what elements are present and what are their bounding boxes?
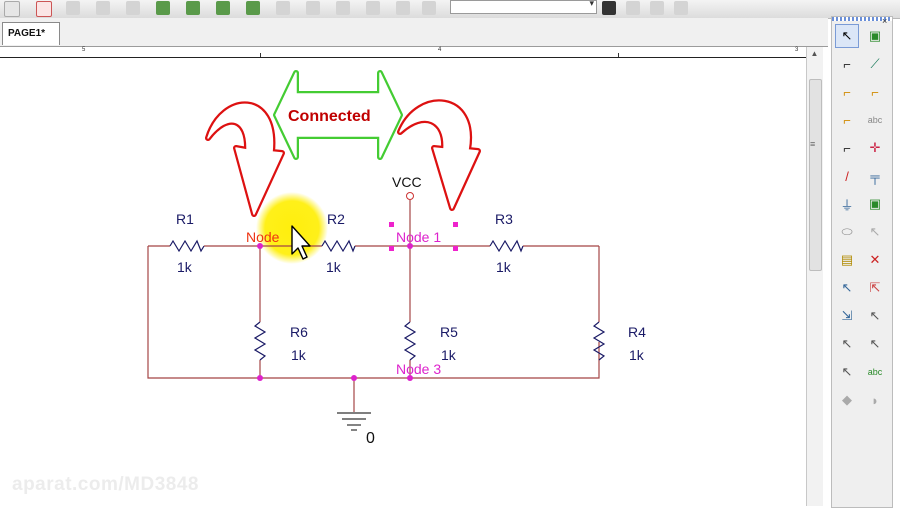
- ruler-label: 5: [82, 47, 86, 53]
- junction-icon[interactable]: ⌐: [843, 140, 851, 156]
- toolbar-grey-icon[interactable]: [66, 1, 80, 15]
- simulation-marker-icon[interactable]: [216, 1, 230, 15]
- r5-value: 1k: [441, 347, 457, 363]
- r2-ref: R2: [327, 211, 345, 227]
- text-icon[interactable]: ↖: [841, 336, 853, 351]
- place-part-icon[interactable]: ▣: [868, 28, 882, 43]
- toolbar-grey-icon[interactable]: [674, 1, 688, 15]
- net-alias-icon[interactable]: ⌐: [871, 84, 879, 100]
- select-icon[interactable]: ↖: [835, 24, 859, 48]
- sound-icon[interactable]: ◗: [871, 392, 879, 408]
- place-net-icon[interactable]: ⌐: [843, 112, 851, 128]
- wires: [147, 200, 600, 412]
- place-text-add-icon[interactable]: ↖: [869, 336, 881, 351]
- ruler-label: 3: [795, 47, 799, 53]
- bezier-icon[interactable]: ↖: [869, 308, 881, 323]
- curved-arrow-right: [397, 99, 481, 211]
- r3-ref: R3: [495, 211, 513, 227]
- resistor-r2[interactable]: [321, 239, 356, 253]
- rectangle-icon[interactable]: ↖: [841, 280, 853, 295]
- toolbar: ▾: [0, 0, 900, 19]
- profile-combo[interactable]: ▾: [450, 0, 597, 14]
- ellipse-icon[interactable]: ⇱: [869, 280, 881, 295]
- simulation-marker-icon[interactable]: [156, 1, 170, 15]
- place-text-icon[interactable]: abc: [867, 115, 883, 125]
- watermark: aparat.com/MD3848: [12, 474, 199, 495]
- forward-icon[interactable]: abc: [867, 367, 883, 377]
- line-icon[interactable]: ▤: [840, 252, 854, 267]
- ground-label: 0: [366, 430, 375, 447]
- ground-icon[interactable]: ⏚: [840, 197, 854, 213]
- back-icon[interactable]: ↖: [841, 364, 853, 379]
- r1-value: 1k: [177, 259, 193, 275]
- mouse-cursor-icon: [291, 225, 311, 260]
- toolbar-grey-icon[interactable]: [650, 1, 664, 15]
- r5-ref: R5: [440, 324, 458, 340]
- r4-ref: R4: [628, 324, 646, 340]
- r1-ref: R1: [176, 211, 194, 227]
- toolbar-grey-icon[interactable]: [306, 1, 320, 15]
- ruler-label: 4: [438, 47, 442, 53]
- power-icon[interactable]: /: [845, 168, 849, 184]
- off-page-icon[interactable]: ⬭: [841, 224, 853, 239]
- toolbar-grey-icon[interactable]: [336, 1, 350, 15]
- connected-callout-arrow: [273, 70, 403, 160]
- toolbar-grey-icon[interactable]: [96, 1, 110, 15]
- resistor-r3[interactable]: [489, 239, 524, 253]
- tool-palette: × ↖ ▣ ⌐ ⟋ ⌐ ⌐ ⌐ abc ⌐ ✛ / ╤ ⏚ ▣ ⬭ ↖ ▤ ✕ …: [831, 16, 893, 508]
- close-icon[interactable]: ×: [882, 16, 888, 26]
- place-hierarchical-icon[interactable]: ╤: [870, 168, 880, 184]
- r3-value: 1k: [496, 259, 512, 275]
- scrollbar-thumb[interactable]: [809, 79, 822, 271]
- toolbar-grey-icon[interactable]: [276, 1, 290, 15]
- tab-bar: PAGE1*: [0, 18, 828, 47]
- simulation-marker-icon[interactable]: [186, 1, 200, 15]
- waveform-icon[interactable]: [36, 1, 52, 17]
- resistor-r6[interactable]: [253, 321, 267, 361]
- ruler: 5 4 3: [0, 47, 806, 58]
- node3-label: Node 3: [396, 361, 441, 377]
- simulation-marker-icon[interactable]: [246, 1, 260, 15]
- polyline-icon[interactable]: ✕: [869, 252, 881, 267]
- toolbar-grey-icon[interactable]: [366, 1, 380, 15]
- no-connect-icon[interactable]: ↖: [869, 224, 881, 239]
- bus-entry-icon[interactable]: ⌐: [843, 84, 851, 100]
- node1-label: Node 1: [396, 229, 441, 245]
- place-junction-icon[interactable]: ✛: [869, 140, 881, 155]
- bus-icon[interactable]: ⟋: [870, 56, 880, 71]
- vcc-symbol[interactable]: [406, 192, 414, 200]
- toolbar-grey-icon[interactable]: [422, 1, 436, 15]
- resistor-r1[interactable]: [169, 239, 205, 253]
- junctions: [257, 243, 413, 381]
- place-port-icon[interactable]: ▣: [868, 196, 882, 211]
- palette-titlebar: [832, 17, 892, 21]
- curved-arrow-left: [205, 101, 285, 217]
- run-icon[interactable]: [602, 1, 616, 15]
- chevron-down-icon: ▾: [589, 0, 594, 8]
- connected-callout-text: Connected: [288, 108, 371, 125]
- selection-handles[interactable]: [389, 222, 458, 251]
- resistor-r4[interactable]: [592, 321, 606, 361]
- toolbar-grey-icon[interactable]: [396, 1, 410, 15]
- tab-page1[interactable]: PAGE1*: [2, 22, 60, 45]
- scroll-up-icon[interactable]: ▲: [810, 49, 819, 58]
- arc-icon[interactable]: ⇲: [841, 308, 853, 323]
- toolbar-tool-icon[interactable]: [4, 1, 20, 17]
- r2-value: 1k: [326, 259, 342, 275]
- zoom-icon[interactable]: ◆: [842, 392, 852, 407]
- toolbar-grey-icon[interactable]: [626, 1, 640, 15]
- schematic-canvas[interactable]: R1 1k R2 1k R3 1k R6 1k R5 1k R4 1k VCC …: [0, 57, 806, 506]
- scrollbar-grip-icon: ≡: [810, 139, 816, 149]
- vcc-label: VCC: [392, 174, 422, 190]
- ground-symbol[interactable]: [337, 412, 371, 431]
- toolbar-grey-icon[interactable]: [126, 1, 140, 15]
- r4-value: 1k: [629, 347, 645, 363]
- r6-value: 1k: [291, 347, 307, 363]
- r6-ref: R6: [290, 324, 308, 340]
- node-label: Node: [246, 229, 280, 245]
- wire-icon[interactable]: ⌐: [843, 56, 851, 72]
- resistor-r5[interactable]: [403, 321, 417, 361]
- vertical-scrollbar[interactable]: ▲ ≡: [806, 47, 823, 506]
